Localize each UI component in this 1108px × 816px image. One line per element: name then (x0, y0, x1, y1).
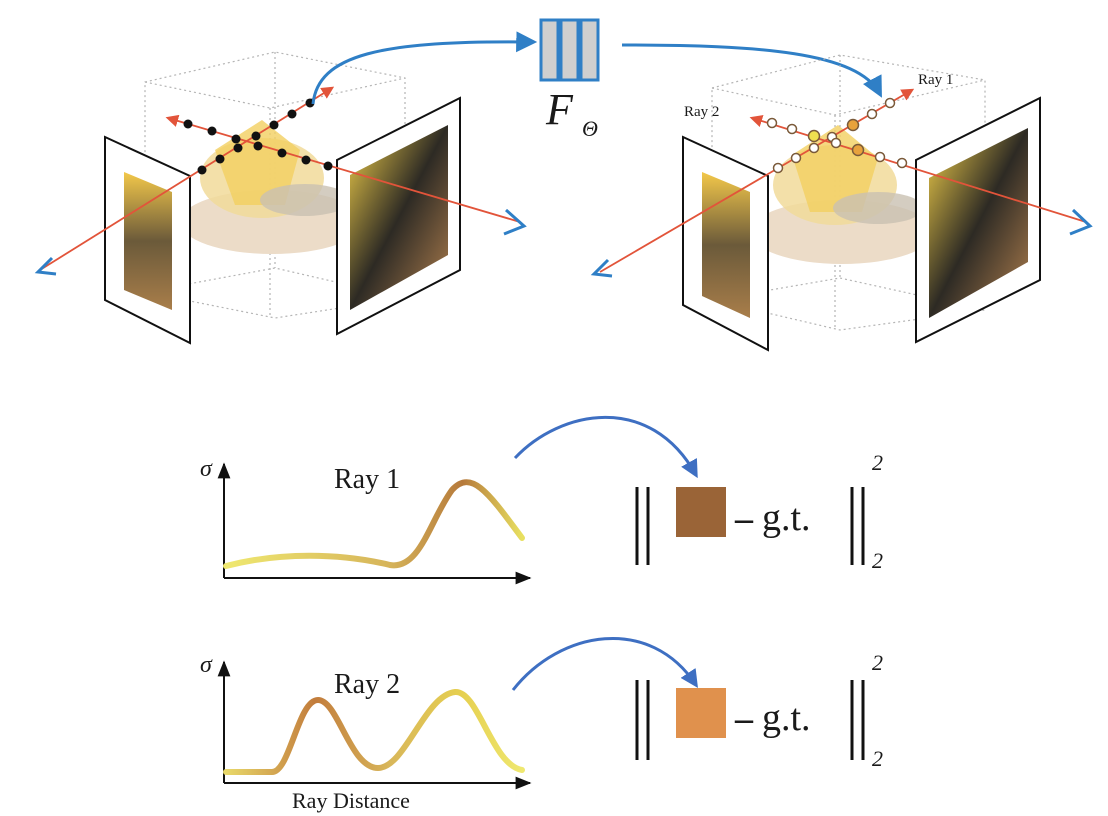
loss2-sup: 2 (872, 650, 883, 675)
right-camera-left-arrow-icon (590, 258, 613, 278)
ray2-label: Ray 2 (684, 104, 719, 120)
network-layer-1 (539, 18, 560, 82)
right-ray2-hit-sample-orange (851, 143, 865, 157)
loss2-minus: – (734, 698, 754, 738)
network-layer-2 (559, 18, 580, 82)
left-front-image-plane (104, 135, 191, 345)
plot2-x-label: Ray Distance (292, 788, 410, 813)
right-ray-1 (599, 88, 915, 273)
right-ray-2 (749, 114, 1087, 223)
right-ray1-samples (772, 97, 896, 174)
right-scene: Ray 1 Ray 2 (590, 54, 1093, 352)
rendered-pixel-2 (676, 688, 726, 738)
loss1-sup: 2 (872, 450, 883, 475)
output-arrow (621, 43, 882, 98)
plot-ray-2: σ Ray 2 Ray Distance (200, 652, 532, 813)
plot2-y-label: σ (200, 652, 213, 678)
left-sample-points (183, 98, 333, 175)
left-scene (34, 51, 527, 345)
plot1-y-label: σ (200, 456, 213, 482)
loss2-sub: 2 (872, 746, 883, 771)
loss-2: – g.t. 2 2 (635, 650, 883, 771)
network-block: F Θ (539, 18, 600, 141)
left-camera-right-arrow-icon (503, 208, 527, 236)
network-symbol: F (545, 85, 574, 134)
loss1-sub: 2 (872, 548, 883, 573)
loss-1: – g.t. 2 2 (635, 450, 883, 573)
plot2-density-curve (223, 689, 525, 775)
plot1-to-pixel-arrow (513, 415, 698, 479)
plot2-to-pixel-arrow (511, 637, 698, 691)
network-layer-3 (579, 18, 600, 82)
plot1-title: Ray 1 (334, 464, 400, 495)
plot2-title: Ray 2 (334, 669, 400, 700)
left-side-image-plane (336, 96, 461, 336)
right-front-image-plane (682, 135, 769, 352)
right-camera-right-arrow-icon (1069, 208, 1093, 236)
plot-ray-1: σ Ray 1 (200, 456, 532, 585)
left-ray-2 (165, 114, 521, 223)
rendered-pixel-1 (676, 487, 726, 537)
input-arrow (311, 31, 538, 105)
left-camera-left-arrow-icon (34, 256, 57, 276)
loss2-gt: g.t. (762, 697, 811, 739)
loss1-gt: g.t. (762, 497, 811, 539)
right-ray2-hit-sample-yellow (807, 129, 821, 143)
right-ray1-hit-sample (846, 118, 860, 132)
network-subscript: Θ (582, 116, 598, 141)
ray1-label: Ray 1 (918, 72, 953, 88)
right-side-image-plane (915, 96, 1041, 344)
left-ray-1 (39, 86, 335, 271)
right-ray2-samples (766, 117, 908, 169)
loss1-minus: – (734, 498, 754, 538)
plot1-density-curve (223, 479, 525, 569)
